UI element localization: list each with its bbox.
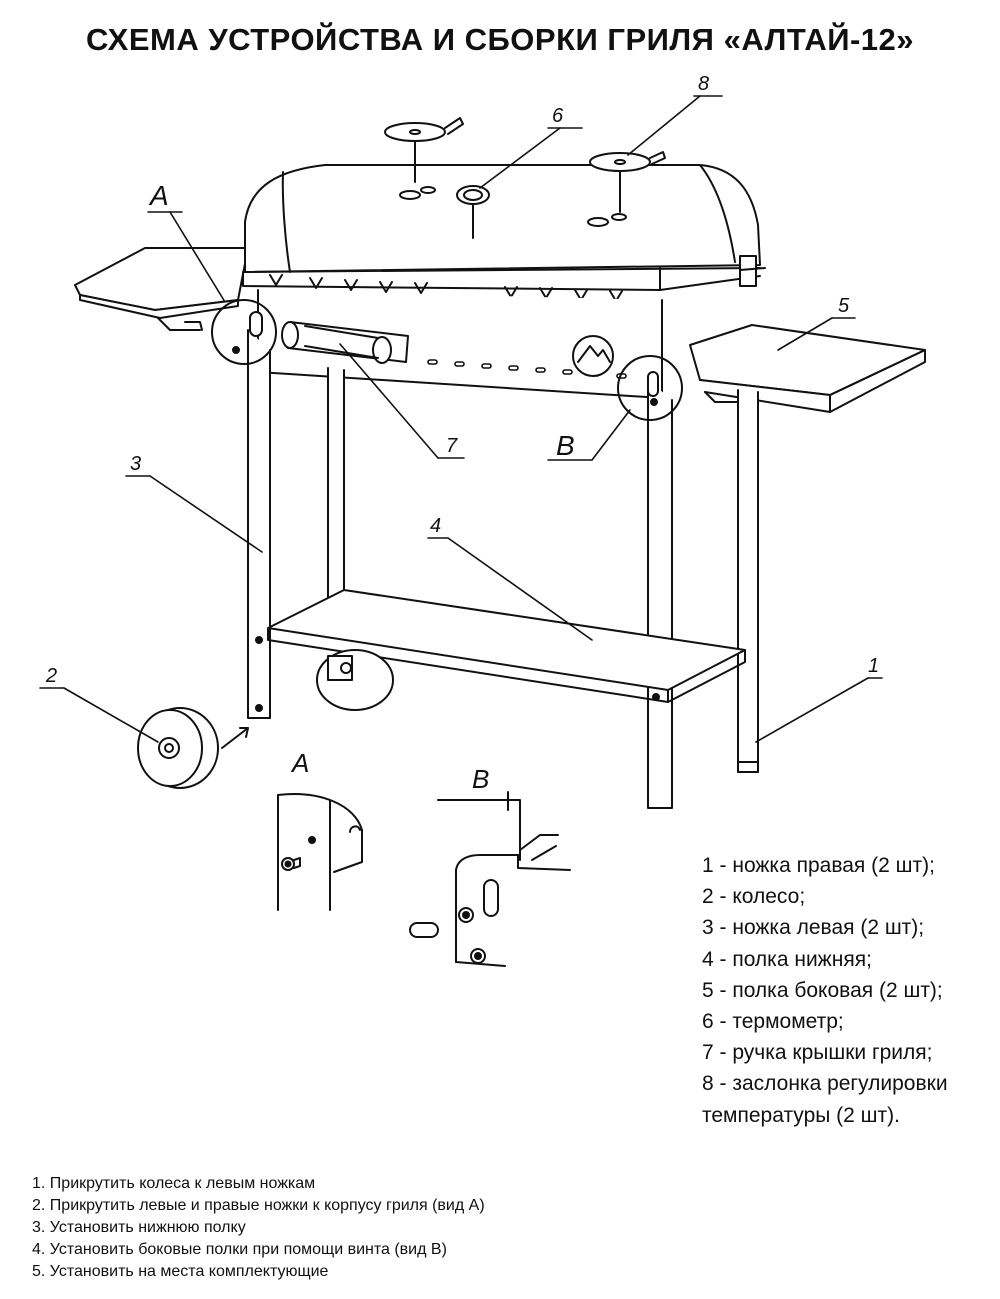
lid-handle [281,321,409,364]
legend-item: 4 - полка нижняя; [702,947,872,971]
wheel [137,707,219,789]
assembly-step: 3. Установить нижнюю полку [32,1219,246,1236]
detail-view-a [277,793,363,911]
assembly-steps: 1. Прикрутить колеса к левым ножкам 2. П… [32,1173,485,1283]
view-a-circle [211,299,277,365]
callout-6: 6 [552,105,564,127]
legend-item: 8 - заслонка регулировки [702,1072,948,1096]
assembly-step: 2. Прикрутить левые и правые ножки к кор… [32,1197,485,1214]
callout-4: 4 [430,515,441,537]
right-side-shelf [689,324,926,413]
leader-lines [39,95,883,743]
legend-item: 2 - колесо; [702,885,806,909]
legend-item: 3 - ножка левая (2 шт); [702,916,925,940]
view-a-label: A [148,180,169,211]
parts-legend: 1 - ножка правая (2 шт); 2 - колесо; 3 -… [702,850,948,1131]
assembly-step: 5. Установить на места комплектующие [32,1263,329,1280]
detail-view-b [409,791,571,967]
legend-item: 7 - ручка крышки гриля; [702,1041,933,1065]
diagram-title: СХЕМА УСТРОЙСТВА И СБОРКИ ГРИЛЯ «АЛТАЙ-1… [85,22,915,57]
callout-1: 1 [868,655,879,677]
legend-item: температуры (2 шт). [702,1103,900,1127]
wheel-arrow [221,727,249,749]
legend-item: 6 - термометр; [702,1010,844,1034]
legend-item: 1 - ножка правая (2 шт); [702,854,935,877]
temperature-damper-left [384,117,464,183]
callout-5: 5 [838,295,850,317]
assembly-step: 1. Прикрутить колеса к левым ножкам [32,1175,316,1192]
grill-lid [242,164,766,302]
temperature-damper-right [589,151,666,213]
callout-2: 2 [45,665,57,687]
legs-frame [247,329,759,809]
view-b-label: B [556,430,575,461]
rear-wheel [316,649,394,711]
left-side-shelf [74,247,249,331]
callout-7: 7 [446,435,458,457]
legend-item: 5 - полка боковая (2 шт); [702,978,943,1002]
assembly-step: 4. Установить боковые полки при помощи в… [32,1241,447,1258]
callout-8: 8 [698,73,709,95]
view-b-circle [617,355,683,421]
callout-3: 3 [130,453,141,475]
detail-a-label: A [290,748,309,778]
detail-b-label: B [472,764,489,794]
